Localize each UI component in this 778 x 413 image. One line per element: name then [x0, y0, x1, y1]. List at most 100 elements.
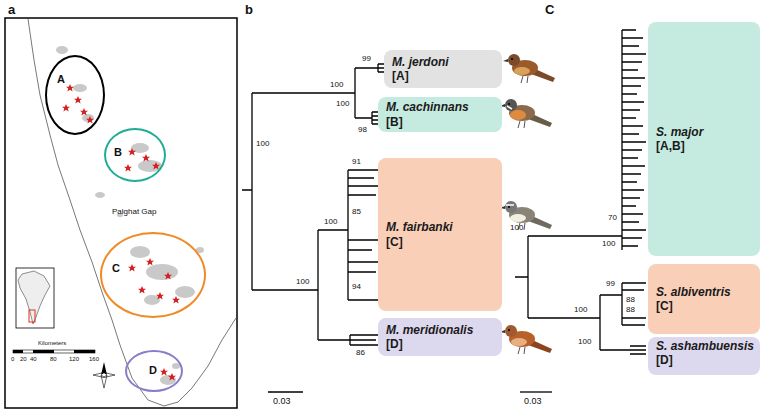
region-tag: [A]	[392, 69, 409, 83]
species-name: S. major	[656, 125, 703, 139]
scale-number: 120	[69, 356, 79, 362]
region-ellipse: D	[125, 350, 183, 392]
label-anchor: 99	[606, 280, 615, 288]
bootstrap-value: 100	[330, 81, 343, 89]
label-anchor: 100	[578, 338, 591, 346]
region-letter: C	[112, 262, 120, 274]
label-anchor: 98	[358, 126, 367, 134]
species-box: M. cachinnans[B]	[378, 97, 502, 132]
bootstrap-value: 100	[574, 306, 587, 314]
region-letter: B	[114, 146, 122, 158]
species-box: S. major[A,B]	[648, 22, 760, 256]
label-anchor: 0.03	[273, 397, 291, 406]
label-anchor: 20	[20, 356, 27, 362]
label-anchor: 120	[69, 356, 79, 362]
bootstrap-value: 88	[626, 306, 635, 314]
label-anchor: 94	[352, 283, 361, 291]
bootstrap-value: 91	[352, 158, 361, 166]
label-anchor: b	[245, 3, 253, 16]
bootstrap-value: 94	[352, 283, 361, 291]
scale-value: 0.03	[273, 397, 291, 406]
label-anchor: 99	[362, 55, 371, 63]
bootstrap-value: 100	[602, 240, 615, 248]
scale-number: 20	[20, 356, 27, 362]
label-anchor: C	[545, 3, 554, 16]
place-name: Palghat Gap	[112, 208, 156, 216]
map-panel	[5, 18, 237, 408]
label-anchor: 100	[602, 240, 615, 248]
label-anchor: 80	[50, 356, 57, 362]
species-name: S. albiventris	[656, 285, 731, 299]
species-name: S. ashambuensis	[656, 339, 754, 353]
bootstrap-value: 100	[296, 278, 309, 286]
scale-number: 0	[11, 356, 14, 362]
region-letter: D	[149, 364, 157, 376]
species-box: S. albiventris[C]	[648, 264, 760, 334]
bootstrap-value: 85	[352, 208, 361, 216]
bootstrap-value: 100	[336, 100, 349, 108]
label-anchor: 85	[352, 208, 361, 216]
label-anchor: 100	[296, 278, 309, 286]
scale-title: Kilometers	[38, 340, 66, 346]
panel-letter: a	[8, 3, 15, 16]
label-anchor: 100	[510, 224, 523, 232]
species-box: S. ashambuensis[D]	[648, 337, 760, 375]
region-letter: A	[57, 73, 65, 85]
species-name: M. meridionalis	[386, 323, 473, 337]
label-anchor: Palghat Gap	[112, 208, 156, 216]
region-tag: [A,B]	[656, 139, 685, 153]
bootstrap-value: 100	[510, 224, 523, 232]
bird-illustration	[500, 201, 552, 230]
scale-number: 160	[89, 356, 99, 362]
species-name: M. fairbanki	[386, 220, 453, 234]
label-anchor: 100	[330, 81, 343, 89]
species-name: M. cachinnans	[386, 100, 469, 114]
panel-letter: C	[545, 3, 554, 16]
scale-number: 40	[30, 356, 37, 362]
bootstrap-value: 70	[608, 214, 617, 222]
scale-number: 80	[50, 356, 57, 362]
region-tag: [D]	[656, 353, 673, 367]
label-anchor: 91	[352, 158, 361, 166]
bootstrap-value: 98	[358, 126, 367, 134]
species-box: M. meridionalis[D]	[378, 318, 502, 356]
species-name: M. jerdoni	[392, 55, 449, 69]
label-anchor: 100	[324, 218, 337, 226]
species-box: M. fairbanki[C]	[378, 158, 502, 311]
region-ellipse: A	[45, 55, 105, 135]
label-anchor: 100	[336, 100, 349, 108]
bird-illustration	[500, 99, 552, 128]
label-anchor: Kilometers	[38, 340, 66, 346]
region-ellipse: B	[104, 128, 166, 182]
bootstrap-value: 99	[606, 280, 615, 288]
region-tag: [C]	[386, 235, 403, 249]
bootstrap-value: 100	[324, 218, 337, 226]
label-anchor: 0	[11, 356, 14, 362]
scale-value: 0.03	[524, 397, 542, 406]
region-tag: [C]	[656, 299, 673, 313]
region-tag: [D]	[386, 337, 403, 351]
label-anchor: 40	[30, 356, 37, 362]
bootstrap-value: 86	[356, 349, 365, 357]
label-anchor: 86	[356, 349, 365, 357]
species-box: M. jerdoni[A]	[384, 50, 502, 88]
label-anchor: 70	[608, 214, 617, 222]
label-anchor: a	[8, 3, 15, 16]
label-anchor: 100	[256, 140, 269, 148]
bird-illustration	[503, 54, 555, 83]
label-anchor: 160	[89, 356, 99, 362]
region-ellipse: C	[100, 232, 206, 318]
panel-letter: b	[245, 3, 253, 16]
bootstrap-value: 100	[256, 140, 269, 148]
bootstrap-value: 99	[362, 55, 371, 63]
bird-illustration	[500, 325, 552, 354]
region-tag: [B]	[386, 115, 403, 129]
label-anchor: 100	[574, 306, 587, 314]
bootstrap-value: 88	[626, 296, 635, 304]
label-anchor: 88	[626, 306, 635, 314]
phylogenetic-tree	[242, 64, 384, 392]
bootstrap-value: 100	[578, 338, 591, 346]
label-anchor: 0.03	[524, 397, 542, 406]
label-anchor: 88	[626, 296, 635, 304]
